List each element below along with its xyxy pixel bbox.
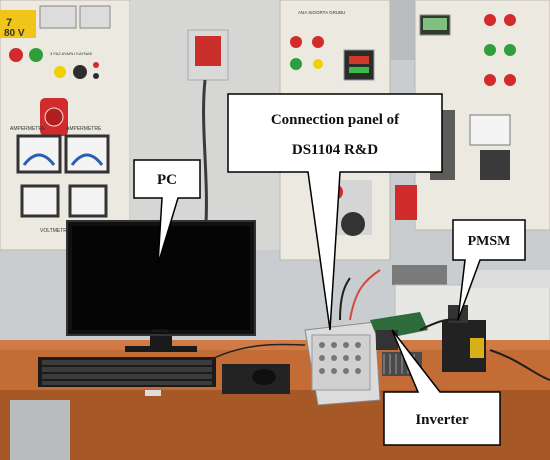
- voltage-label: 80 V: [4, 28, 25, 39]
- callout-connection-line2: DS1104 R&D: [292, 142, 378, 158]
- ampermetre-label-1: AMPERMETRE: [10, 126, 46, 132]
- panel-title: ANA SIGORTA GRUBU: [298, 10, 345, 15]
- voltmeter-gauge-2: [68, 184, 108, 218]
- monitor-brand: FUJITSU: [152, 328, 169, 333]
- ds1104-connection-panel: [304, 321, 381, 406]
- callout-connection-line1: Connection panel of: [271, 112, 400, 128]
- inverter-board: [370, 312, 428, 376]
- voltmetre-label: VOLTMETRE: [40, 228, 71, 234]
- callout-inverter: Inverter: [383, 329, 501, 446]
- voltage-digit: 7: [6, 17, 12, 29]
- voltmeter-gauge-1: [20, 184, 60, 218]
- left-training-panel: 7 80 V 3 FAZ AYARLI KAYNAK AMPERMETRE AM…: [0, 0, 131, 251]
- callout-inverter-label: Inverter: [415, 412, 469, 428]
- ampermetre-label-2: AMPERMETRE: [66, 126, 102, 132]
- callout-pc: PC: [133, 159, 201, 265]
- callout-pmsm-label: PMSM: [468, 234, 511, 249]
- callout-connection-panel: Connection panel of DS1104 R&D: [227, 93, 443, 331]
- panel-subtitle: 3 FAZ AYARLI KAYNAK: [50, 51, 93, 56]
- mouse: [252, 369, 276, 385]
- callout-pc-label: PC: [157, 172, 177, 188]
- callout-pmsm: PMSM: [452, 219, 526, 321]
